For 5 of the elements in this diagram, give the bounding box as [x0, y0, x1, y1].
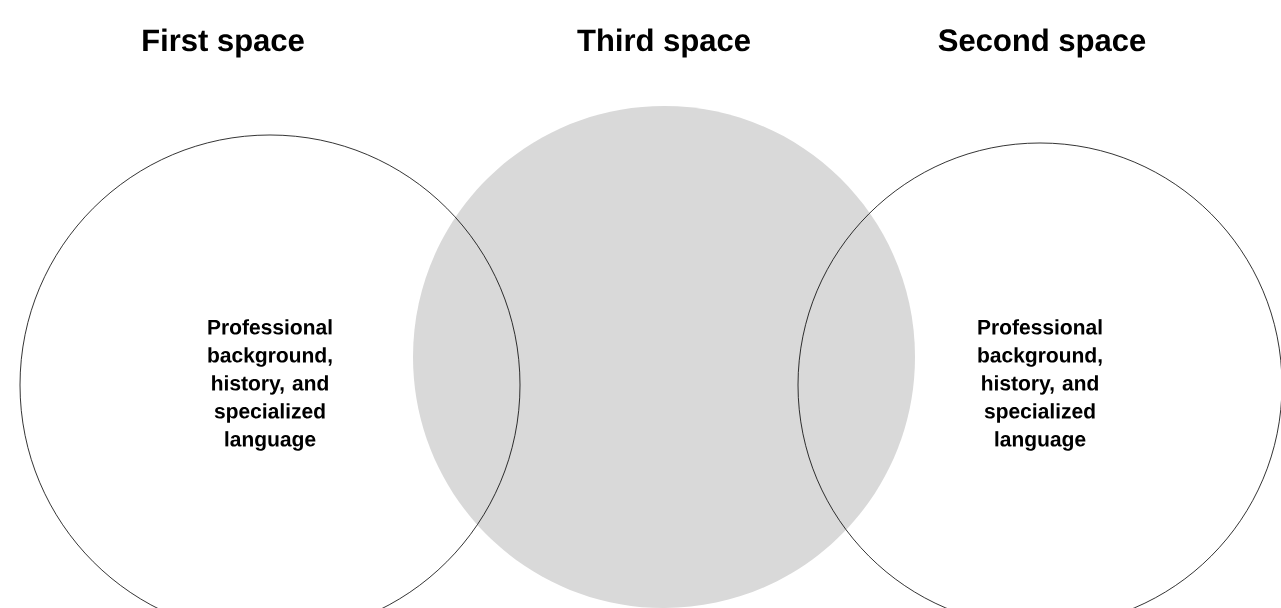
circle-outline: Professional background, history, and specialized language	[19, 134, 521, 608]
circle-outline: Professional background, history, and specialized language	[797, 142, 1281, 608]
heading: Third space	[577, 28, 750, 58]
heading: Second space	[938, 28, 1146, 58]
heading: First space	[143, 28, 304, 58]
